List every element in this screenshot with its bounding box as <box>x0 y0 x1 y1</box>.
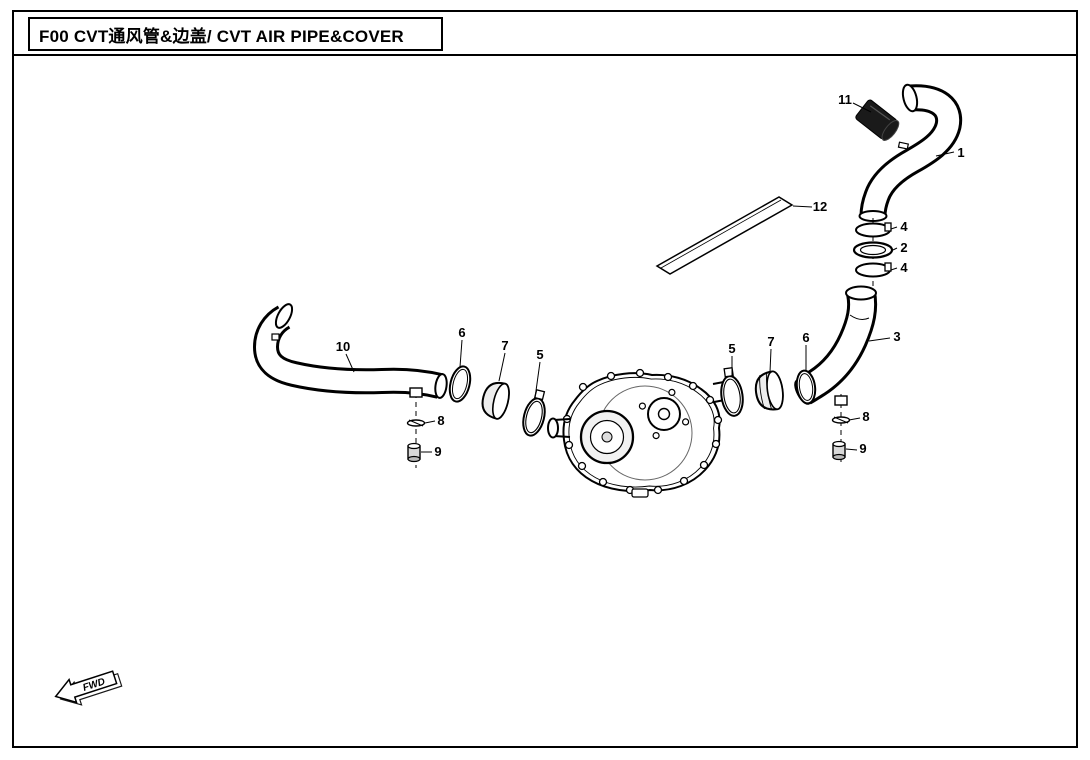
callout-6-right: 6 <box>802 330 809 345</box>
callout-11: 11 <box>838 92 852 107</box>
callout-8-right: 8 <box>862 409 869 424</box>
part-7-sleeve-right <box>754 370 784 411</box>
callout-8-left: 8 <box>437 413 444 428</box>
callout-7-left: 7 <box>501 338 508 353</box>
callout-5-right: 5 <box>728 341 735 356</box>
fwd-arrow: FWD <box>54 670 123 706</box>
part-6-clamp-right <box>795 369 817 405</box>
page-title: F00 CVT通风管&边盖/ CVT AIR PIPE&COVER <box>39 26 404 46</box>
callout-4a: 4 <box>900 219 908 234</box>
part-12-plate <box>655 196 794 275</box>
part-4-clamp-upper <box>855 222 892 238</box>
part-9-nut-right <box>832 440 846 461</box>
callout-5-left: 5 <box>536 347 543 362</box>
header-divider <box>12 54 1078 56</box>
callout-6-left: 6 <box>458 325 465 340</box>
callout-10: 10 <box>336 339 350 354</box>
callout-2: 2 <box>900 240 907 255</box>
callout-3: 3 <box>893 329 900 344</box>
callout-9-right: 9 <box>859 441 866 456</box>
callout-7-right: 7 <box>767 334 774 349</box>
part-11-foam-plug <box>855 99 900 141</box>
page-border <box>12 10 1078 748</box>
callout-1: 1 <box>957 145 964 160</box>
part-2-seal-ring <box>852 241 894 259</box>
cvt-cover <box>547 368 736 498</box>
part-1-air-pipe <box>858 83 963 222</box>
part-7-sleeve-left <box>481 381 510 420</box>
callout-4b: 4 <box>900 260 908 275</box>
leader-lines <box>345 102 955 453</box>
part-4-clamp-lower <box>855 262 892 278</box>
part-6-clamp-left <box>448 365 472 403</box>
part-9-nut-left <box>407 442 421 463</box>
part-10-air-pipe <box>252 303 448 399</box>
part-8-washer-right <box>831 416 851 424</box>
callout-9-left: 9 <box>434 444 441 459</box>
part-8-washer-left <box>406 419 426 427</box>
callout-12: 12 <box>813 199 827 214</box>
title-box: F00 CVT通风管&边盖/ CVT AIR PIPE&COVER <box>28 17 443 51</box>
part-5-clamp-left <box>522 389 546 437</box>
part-5-clamp-right <box>720 366 744 417</box>
